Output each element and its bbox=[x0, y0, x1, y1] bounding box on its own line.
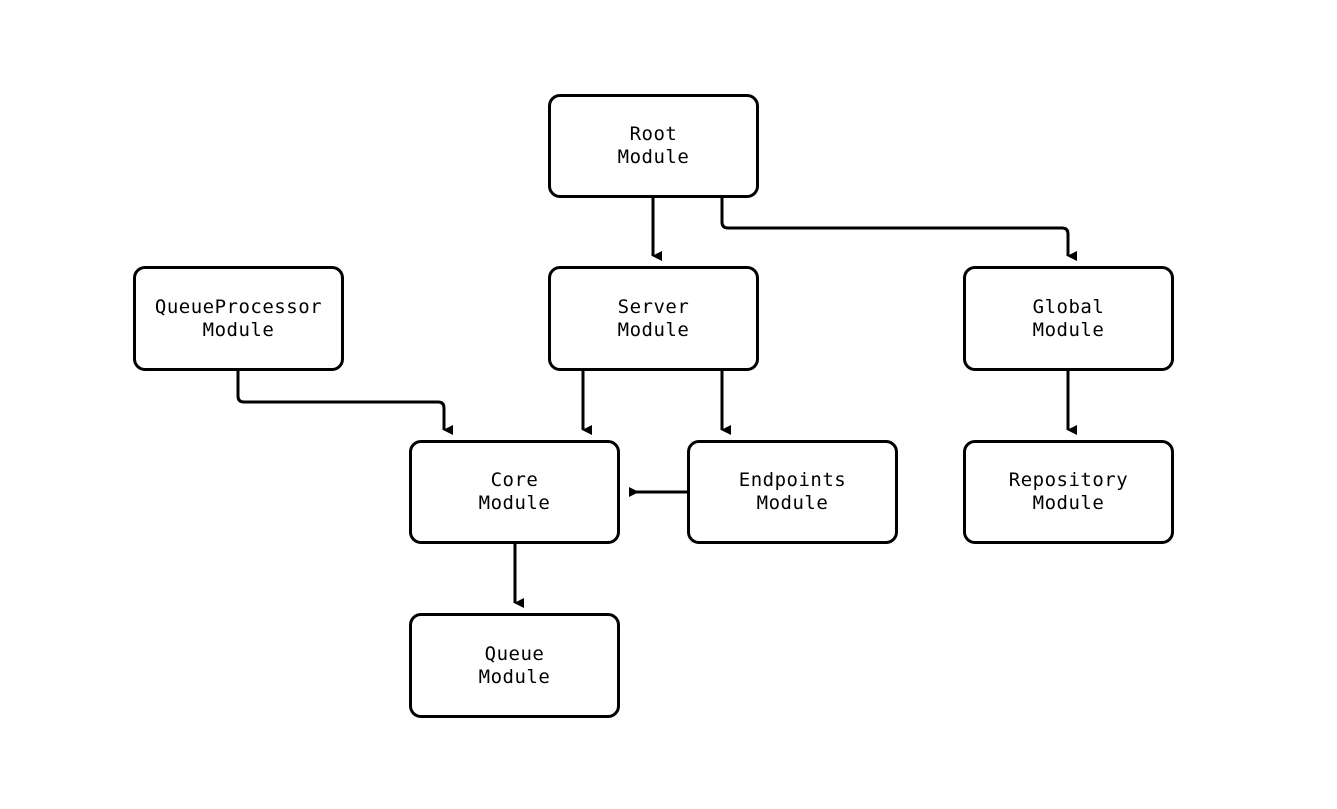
edges-group bbox=[236, 198, 1077, 608]
node-label-primary: Global bbox=[1032, 295, 1105, 318]
edge-root-to-global bbox=[720, 198, 1077, 261]
node-label-primary: Repository bbox=[1008, 469, 1129, 491]
node-label-secondary: Module bbox=[1032, 318, 1105, 341]
node-label-secondary: Module bbox=[478, 492, 551, 514]
node-label-primary: Core bbox=[490, 469, 539, 491]
node-label-primary: Server bbox=[617, 295, 690, 318]
node-label-primary: QueueProcessor bbox=[154, 295, 323, 318]
node-label-secondary: Module bbox=[202, 318, 275, 341]
node-label-secondary: Module bbox=[478, 665, 551, 688]
node-label-primary: Root bbox=[629, 123, 678, 145]
node-label-primary: Endpoints bbox=[738, 469, 847, 491]
edge-queueprocessor-to-core bbox=[236, 371, 453, 435]
node-label-secondary: Module bbox=[617, 146, 690, 168]
node-label-secondary: Module bbox=[1032, 492, 1105, 514]
node-label-secondary: Module bbox=[617, 318, 690, 341]
node-label-secondary: Module bbox=[756, 492, 829, 514]
node-label-primary: Queue bbox=[484, 642, 545, 665]
